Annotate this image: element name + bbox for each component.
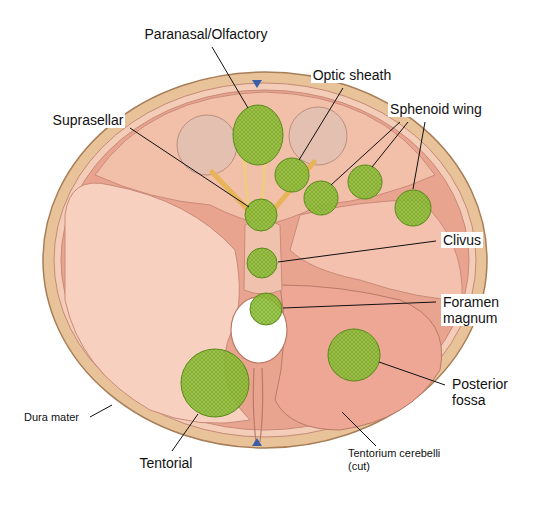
part-label: Dura mater xyxy=(22,411,81,424)
tumor-site xyxy=(275,158,309,192)
cranial-cavity xyxy=(61,90,469,430)
leader-line xyxy=(212,47,248,108)
falx xyxy=(253,368,262,442)
tumor-site xyxy=(395,190,431,226)
dura-layer xyxy=(54,83,476,437)
eye xyxy=(289,107,347,165)
leader-line xyxy=(283,302,436,308)
midline-marker xyxy=(252,80,262,88)
leader-line xyxy=(372,122,408,167)
tumor-site xyxy=(304,181,338,215)
part-label: Paranasal/Olfactory xyxy=(143,26,270,42)
tumor-site xyxy=(181,349,249,417)
part-label: Sphenoid wing xyxy=(388,101,484,117)
tumor-site xyxy=(233,105,283,165)
part-label: Suprasellar xyxy=(51,112,126,128)
middle-fossa xyxy=(290,200,462,300)
leader-line xyxy=(379,362,445,385)
tumor-site xyxy=(245,199,277,231)
part-label: Posterior fossa xyxy=(450,376,530,408)
skull-bone xyxy=(43,72,487,448)
part-label: Tentorial xyxy=(138,455,195,471)
leader-line xyxy=(278,241,436,262)
tumor-site xyxy=(348,165,382,199)
tumor-site xyxy=(247,248,277,278)
part-label: Tentorium cerebelli (cut) xyxy=(346,447,450,473)
leader-line xyxy=(90,405,112,417)
leader-line xyxy=(331,122,400,185)
posterior-fossa xyxy=(275,285,442,430)
part-label: Clivus xyxy=(441,232,483,248)
tumor-sites xyxy=(181,105,431,417)
eye xyxy=(177,115,237,175)
leader-line xyxy=(299,88,343,160)
part-label: Foramen magnum xyxy=(441,294,517,326)
leader-line xyxy=(172,414,198,451)
leader-line xyxy=(342,412,376,446)
midline-marker xyxy=(252,438,262,446)
leader-line xyxy=(130,128,249,207)
part-label: Optic sheath xyxy=(311,67,394,83)
tentorium-surface xyxy=(65,183,250,423)
tumor-site xyxy=(328,329,380,381)
leader-line xyxy=(413,122,425,189)
tumor-site xyxy=(250,293,282,325)
